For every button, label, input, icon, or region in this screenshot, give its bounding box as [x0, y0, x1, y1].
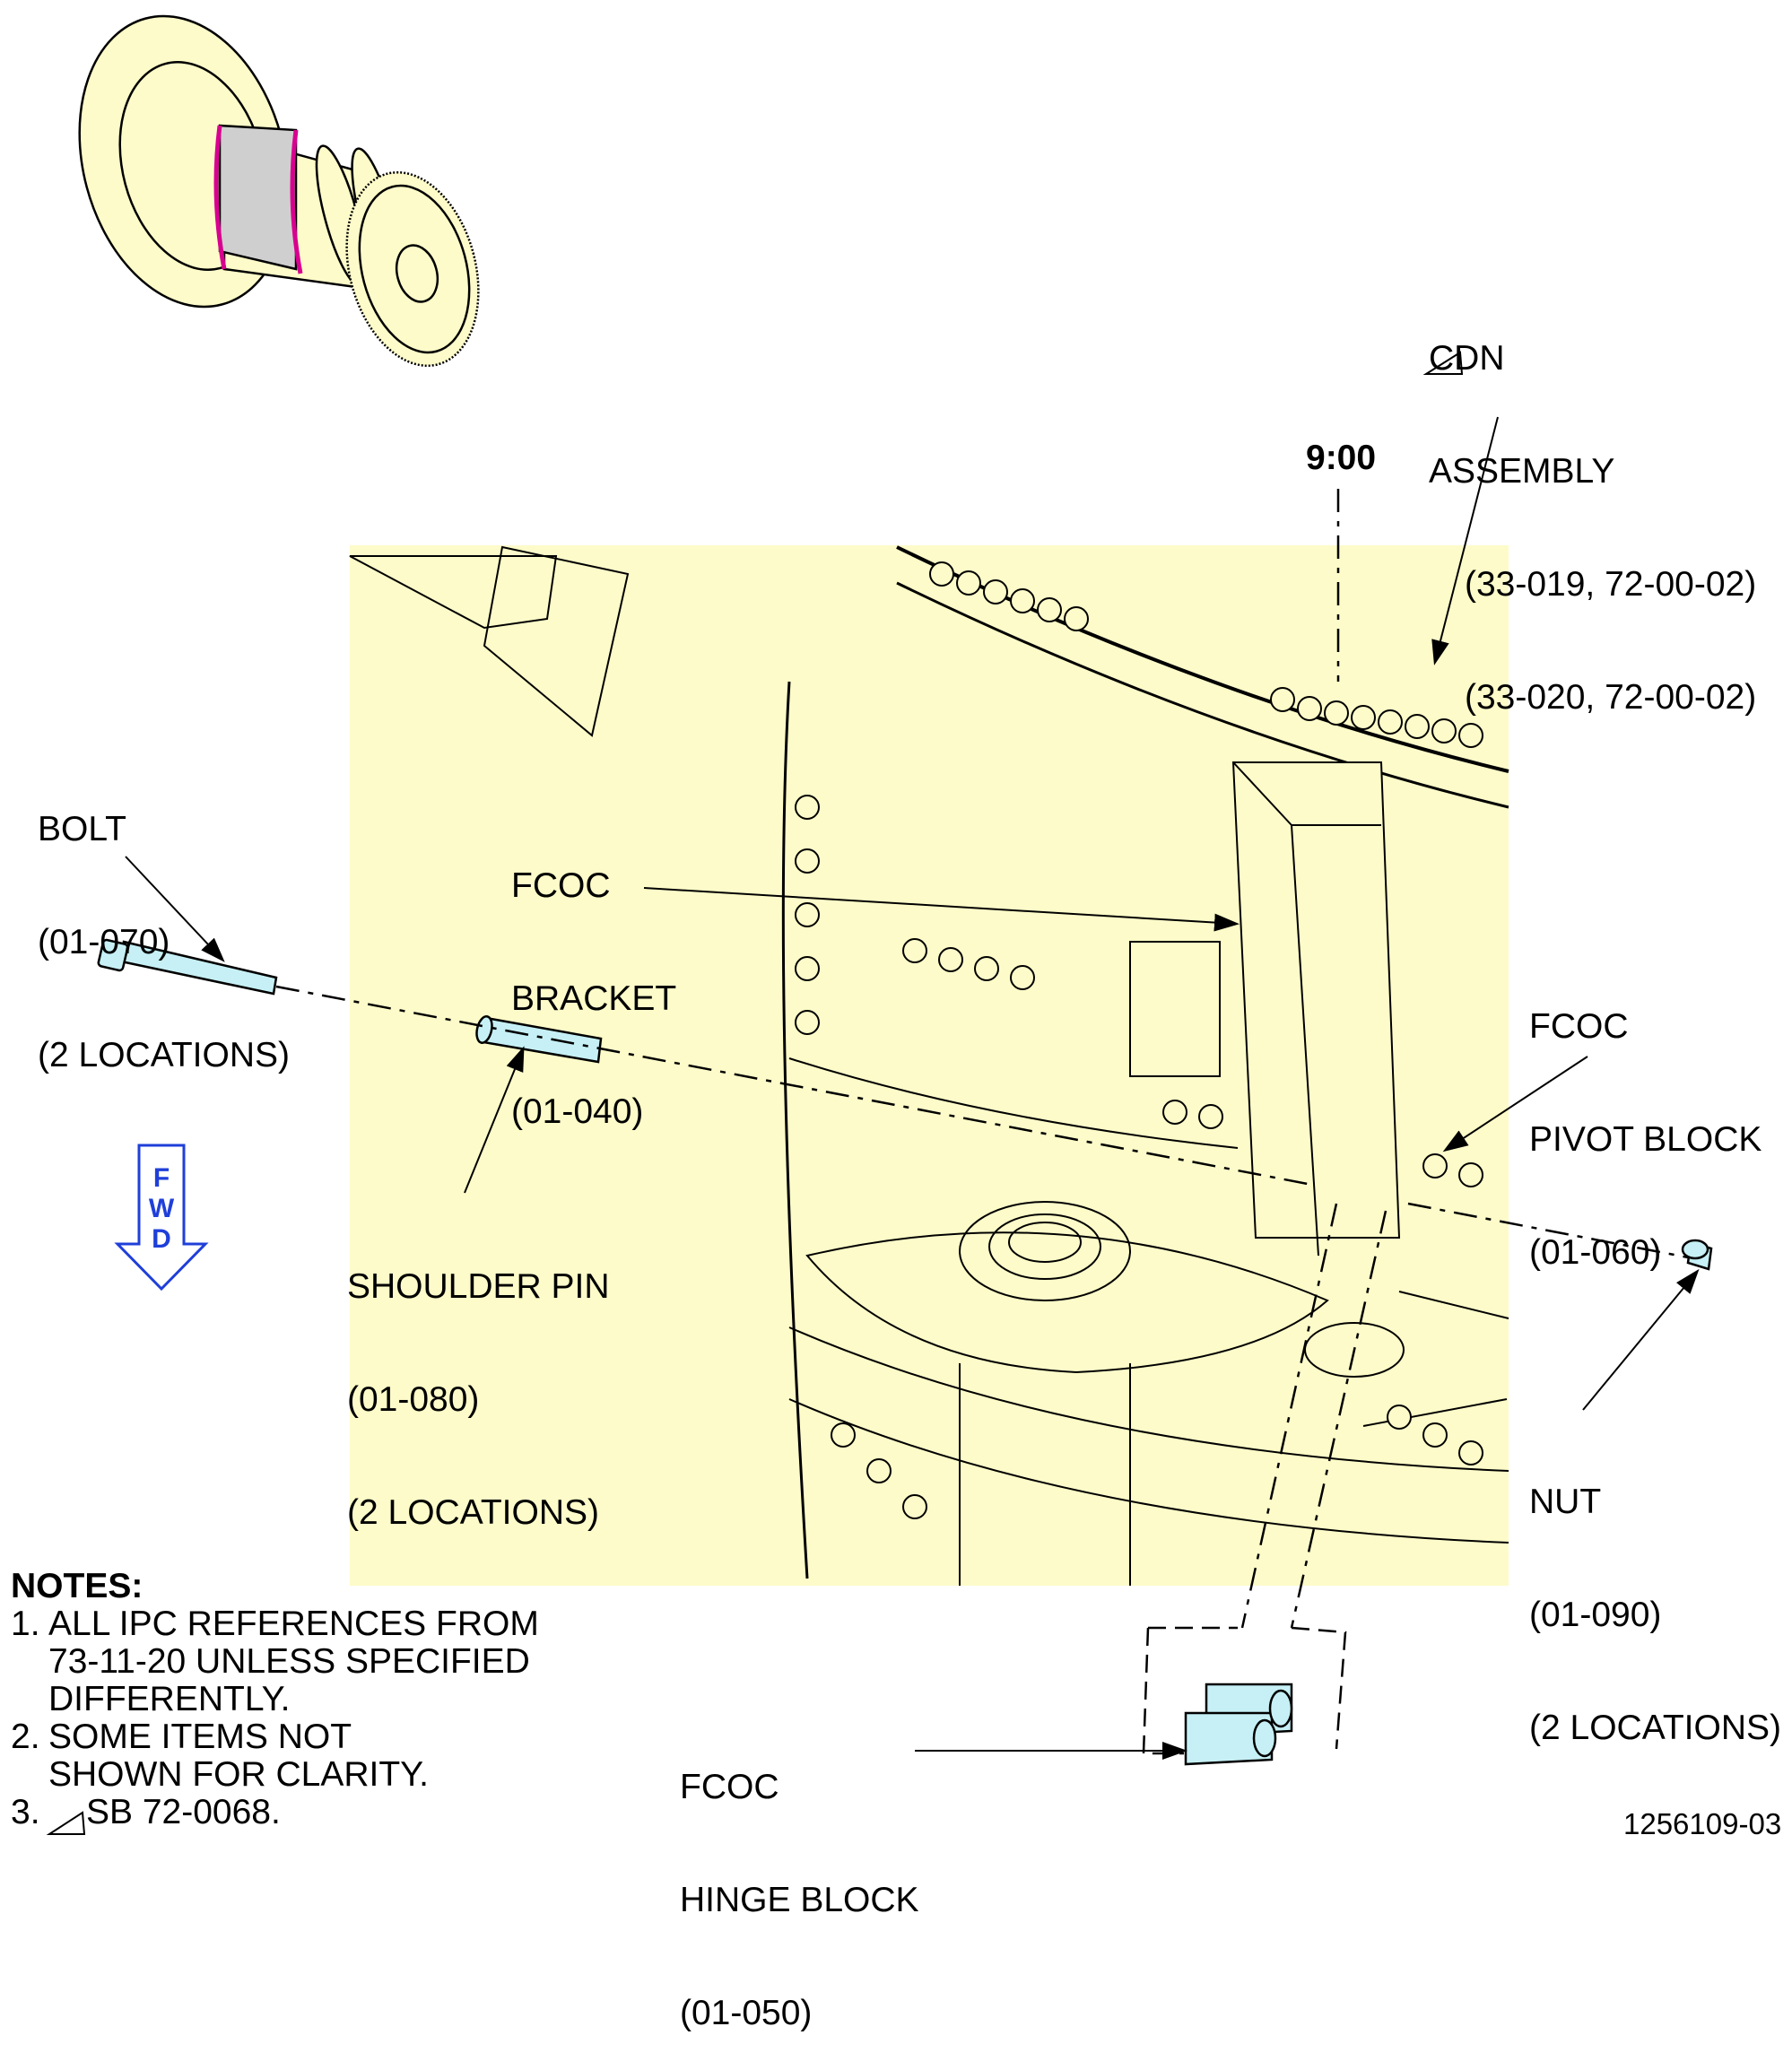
leader-lines — [125, 416, 1700, 1760]
note-item: 2. SOME ITEMS NOT SHOWN FOR CLARITY. — [11, 1718, 429, 1794]
nut-label: NUT (01-090) (2 LOCATIONS) — [1529, 1483, 1781, 1747]
fwd-letter-d: D — [152, 1224, 171, 1254]
fwd-letter-w: W — [148, 1194, 175, 1223]
nut-part — [1681, 1239, 1713, 1271]
shoulder-pin-label: SHOULDER PIN (01-080) (2 LOCATIONS) — [347, 1267, 610, 1532]
fwd-indicator: F W D — [112, 1144, 211, 1292]
fwd-arrow-icon — [114, 1144, 209, 1292]
main-assembly-illustration — [349, 545, 1509, 1586]
fcoc-pivot-block-label: FCOC PIVOT BLOCK (01-060) — [1529, 1007, 1762, 1272]
fwd-letter-f: F — [152, 1163, 170, 1193]
bolt-label: BOLT (01-070) (2 LOCATIONS) — [38, 810, 290, 1074]
notes-title: NOTES: — [11, 1567, 144, 1605]
figure-id: 1256109-03 — [1623, 1807, 1782, 1840]
notes-block: NOTES: 1. ALL IPC REFERENCES FROM 73-11-… — [11, 1568, 588, 1831]
fcoc-hinge-block-label: FCOC HINGE BLOCK (01-050) — [680, 1768, 919, 2032]
hinge-block-part — [1142, 1626, 1347, 1766]
note-item: 1. ALL IPC REFERENCES FROM 73-11-20 UNLE… — [11, 1605, 539, 1718]
note-item: 3. SB 72-0068. — [11, 1793, 281, 1831]
cdn-assembly-label: CDN ASSEMBLY (33-019, 72-00-02) (33-020,… — [1429, 339, 1757, 717]
diagram-artwork — [46, 14, 1713, 1835]
fcoc-bracket-label: FCOC BRACKET (01-040) — [511, 866, 677, 1131]
shaft-detail-view — [78, 14, 480, 368]
installation-centerlines — [275, 489, 1689, 1629]
effectivity-triangle-icon — [46, 1811, 86, 1835]
effectivity-triangle-icon — [1422, 351, 1464, 375]
shoulder-pin-part — [475, 1015, 603, 1064]
bolt-part — [97, 938, 278, 996]
clock-position-label: 9:00 — [1306, 439, 1377, 477]
